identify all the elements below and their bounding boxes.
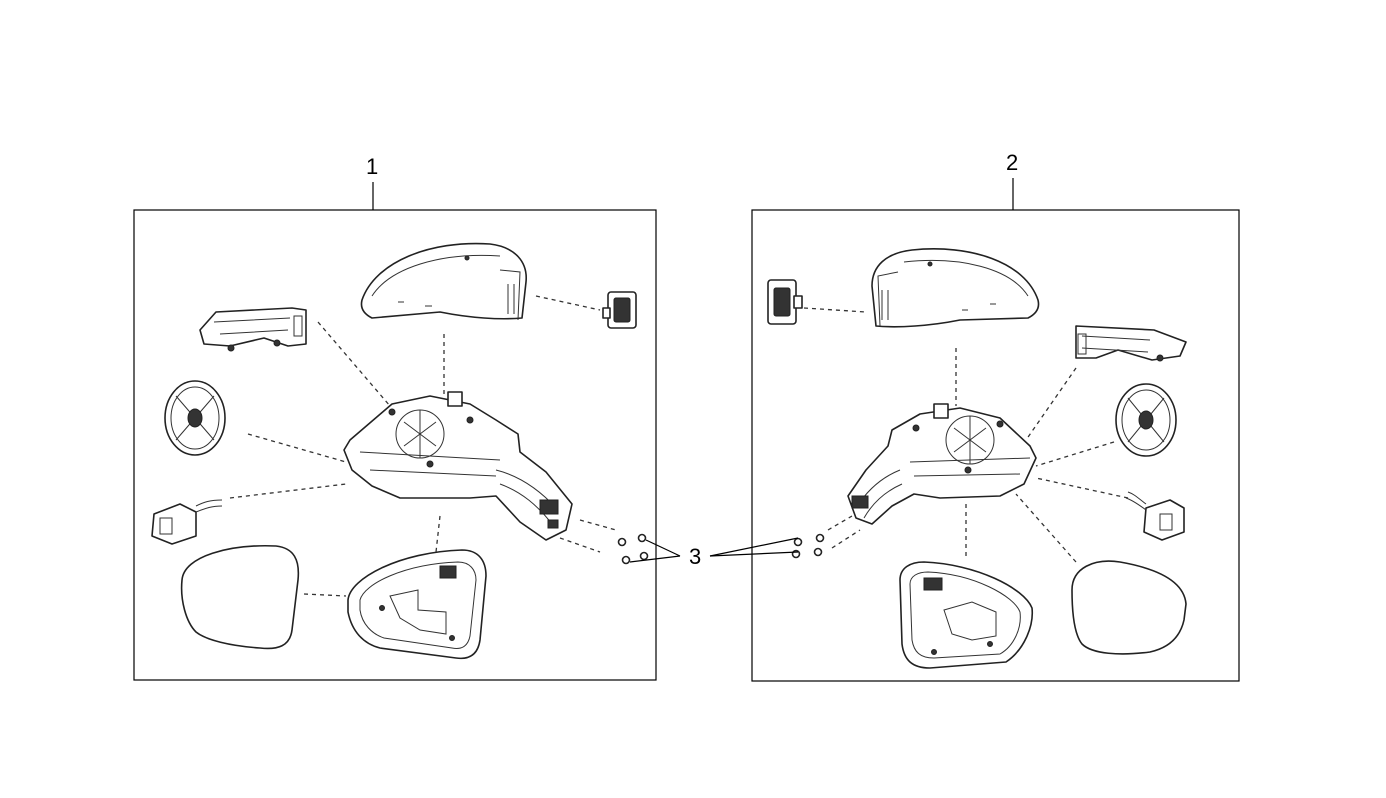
callout-label-2: 2 — [1006, 150, 1019, 175]
left-mirror-base — [343, 391, 573, 541]
right-mirror-cap — [871, 248, 1040, 328]
right-connector — [1125, 491, 1185, 541]
right-mirror-assembly — [751, 178, 1240, 682]
right-mirror-base — [847, 403, 1037, 525]
left-connector — [151, 499, 223, 545]
left-turn-signal — [199, 307, 307, 352]
left-screws — [617, 533, 649, 565]
right-turn-signal — [1075, 325, 1187, 362]
left-glass-actuator — [164, 380, 226, 456]
callout-label-1: 1 — [366, 154, 379, 179]
left-glass-backing — [347, 549, 487, 660]
callout-3-leaders — [629, 537, 799, 563]
right-assembly-frame — [751, 209, 1240, 682]
right-leader-lines — [803, 307, 1129, 563]
right-mirror-glass — [1071, 560, 1187, 655]
right-glass-actuator — [1115, 383, 1177, 457]
left-assembly-frame — [133, 209, 657, 681]
left-mirror-cap — [360, 242, 527, 321]
right-side-indicator — [767, 279, 803, 325]
right-glass-backing — [899, 561, 1034, 669]
left-leader-lines — [229, 295, 617, 597]
left-mirror-glass — [180, 545, 300, 650]
callout-label-3: 3 — [689, 544, 702, 569]
left-side-indicator — [602, 291, 637, 329]
left-mirror-assembly — [133, 182, 657, 681]
